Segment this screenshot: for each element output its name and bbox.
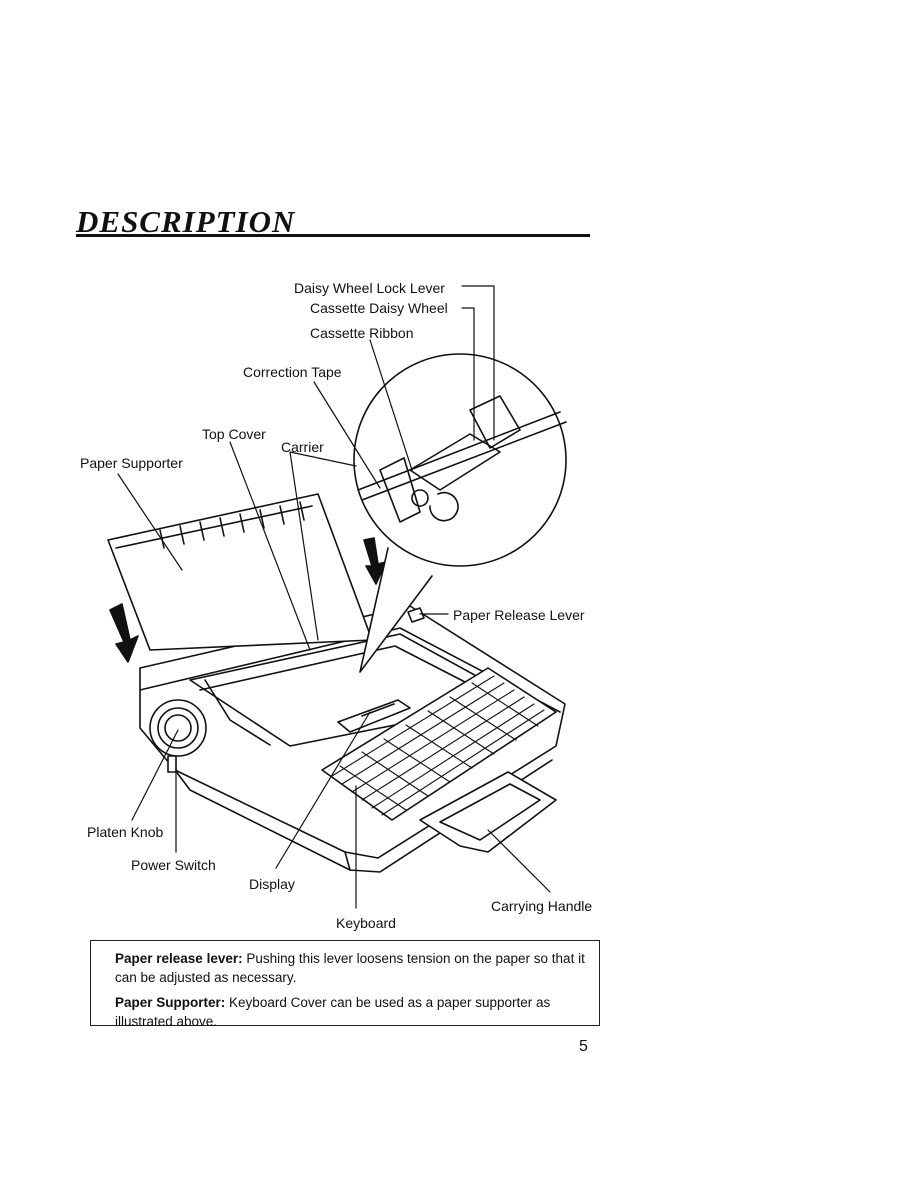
leader-display xyxy=(275,711,371,869)
leader-top-cover xyxy=(229,441,311,651)
leader-lines xyxy=(117,285,551,909)
note-text: Pushing this lever loosens tension on th… xyxy=(115,951,585,985)
typewriter-body xyxy=(139,605,566,873)
platen-knob-graphic xyxy=(149,699,207,773)
leader-carrier xyxy=(289,451,357,641)
label-correction-tape: Correction Tape xyxy=(243,364,342,380)
detail-magnifier xyxy=(353,353,567,673)
leader-carrying-handle xyxy=(487,829,551,893)
label-paper-supporter: Paper Supporter xyxy=(80,455,183,471)
note-text: Keyboard Cover can be used as a paper su… xyxy=(115,995,551,1029)
display-graphic xyxy=(337,699,411,733)
leader-correction-tape xyxy=(313,381,381,489)
label-cassette-daisy-wheel: Cassette Daisy Wheel xyxy=(310,300,448,316)
note-paper-supporter: Paper Supporter: Keyboard Cover can be u… xyxy=(115,993,589,1031)
paper-release-lever-graphic xyxy=(407,607,425,623)
label-display: Display xyxy=(249,876,295,892)
note-term: Paper Supporter: xyxy=(115,995,226,1010)
leader-platen-knob xyxy=(131,729,179,821)
label-carrying-handle: Carrying Handle xyxy=(491,898,593,914)
label-top-cover: Top Cover xyxy=(202,426,266,442)
keyboard-graphic xyxy=(321,667,557,821)
direction-arrows xyxy=(109,537,387,663)
notes-box: Paper release lever: Pushing this lever … xyxy=(90,940,600,1029)
leader-cassette-ribbon xyxy=(369,339,413,471)
leader-paper-supporter xyxy=(117,473,183,571)
label-cassette-ribbon: Cassette Ribbon xyxy=(310,325,414,341)
label-carrier: Carrier xyxy=(281,439,324,455)
note-term: Paper release lever: xyxy=(115,951,243,966)
label-keyboard: Keyboard xyxy=(336,915,396,931)
page-number: 5 xyxy=(579,1038,588,1055)
label-paper-release-lever: Paper Release Lever xyxy=(453,607,585,623)
section-heading: DESCRIPTION xyxy=(76,204,296,239)
label-daisy-wheel-lock-lever: Daisy Wheel Lock Lever xyxy=(294,280,445,296)
note-paper-release-lever: Paper release lever: Pushing this lever … xyxy=(115,949,589,987)
heading-underline xyxy=(76,234,590,237)
leader-cassette-daisy-wheel xyxy=(461,307,475,441)
carrying-handle-graphic xyxy=(419,771,557,853)
label-platen-knob: Platen Knob xyxy=(87,824,164,840)
label-power-switch: Power Switch xyxy=(131,857,216,873)
leader-daisy-wheel-lock-lever xyxy=(461,285,495,441)
